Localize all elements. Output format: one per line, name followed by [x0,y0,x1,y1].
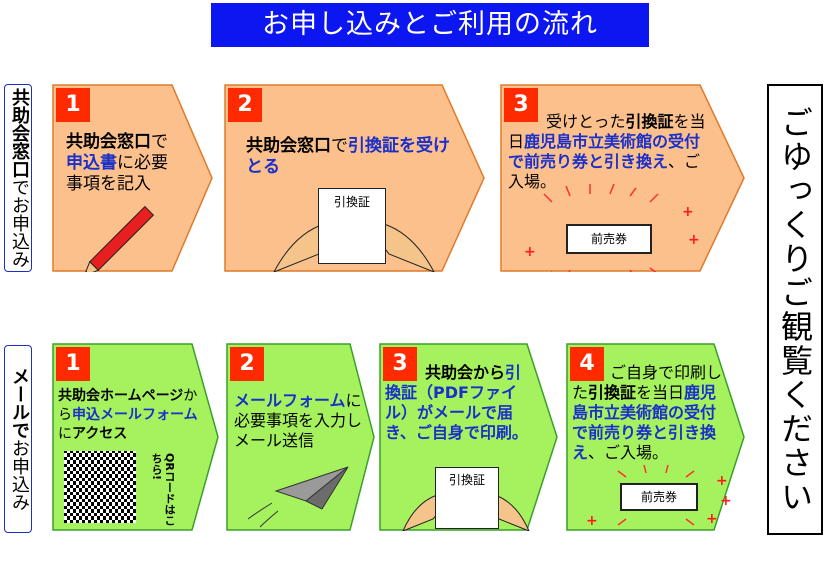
advance-ticket: 前売券 [566,224,652,254]
step-number: 1 [56,347,90,381]
step-text: 共助会窓口で申込書に必要事項を記入 [66,132,168,194]
counter-step-1: 1 共助会窓口で申込書に必要事項を記入 [52,84,214,272]
qr-note: QRコードはこちら! [150,453,176,526]
voucher-document: 引換証 [318,188,386,264]
page-title: お申し込みとご利用の流れ [211,3,649,47]
step-text: メールフォームに必要事項を入力しメール送信 [234,391,363,450]
step-number: 4 [570,347,604,381]
counter-label: 共助会窓口でお申込み [4,84,32,272]
step-number: 2 [230,347,264,381]
step-number: 3 [383,347,417,381]
qr-code[interactable] [64,451,136,523]
step-number: 2 [228,88,262,122]
step-text: 共助会ホームページから申込メールフォームにアクセス [58,388,198,442]
counter-step-2: 2 共助会窓口で引換証を受けとる 引換証 [224,84,486,272]
step-number: 1 [56,88,90,122]
sparkle-icon [543,183,659,272]
mail-step-2: 2 メールフォームに必要事項を入力しメール送信 [226,343,376,531]
plus-icon: + [524,244,536,260]
closing-message: ごゆっくりご観覧ください [767,84,823,535]
step-text: 共助会窓口で引換証を受けとる [246,136,450,177]
pencil-icon [83,205,155,272]
voucher-document: 引換証 [435,467,499,529]
step-text: ご自身で印刷した引換証を当日鹿児島市立美術館の受付で前売り券と引き換え、ご入場。 [572,363,723,462]
mail-step-1: 1 共助会ホームページから申込メールフォームにアクセス QRコードはこちら! [52,343,220,531]
step-number: 3 [504,88,538,122]
advance-ticket: 前売券 [620,483,698,511]
step-text: 受けとった引換証を当日鹿児島市立美術館の受付で前売り券と引き換え、ご入場。 [508,112,706,191]
counter-step-3: 3 受けとった引換証を当日鹿児島市立美術館の受付で前売り券と引き換え、ご入場。 … [500,84,746,272]
mail-step-4: 4 ご自身で印刷した引換証を当日鹿児島市立美術館の受付で前売り券と引き換え、ご入… [566,343,746,531]
mail-label: メールでお申込み [4,345,32,533]
plus-icon: + [682,204,694,220]
plus-icon: + [716,473,728,489]
plus-icon: + [706,511,718,527]
sparkle-icon [617,464,695,526]
mail-step-3: 3 共助会から引換証（PDFファイル）がメールで届き、ご自身で印刷。 引換証 [379,343,559,531]
step-text: 共助会から引換証（PDFファイル）がメールで届き、ご自身で印刷。 [385,363,528,442]
plus-icon: + [720,493,732,509]
plus-icon: + [688,232,700,248]
paper-plane-icon [247,466,349,528]
plus-icon: + [586,513,598,529]
